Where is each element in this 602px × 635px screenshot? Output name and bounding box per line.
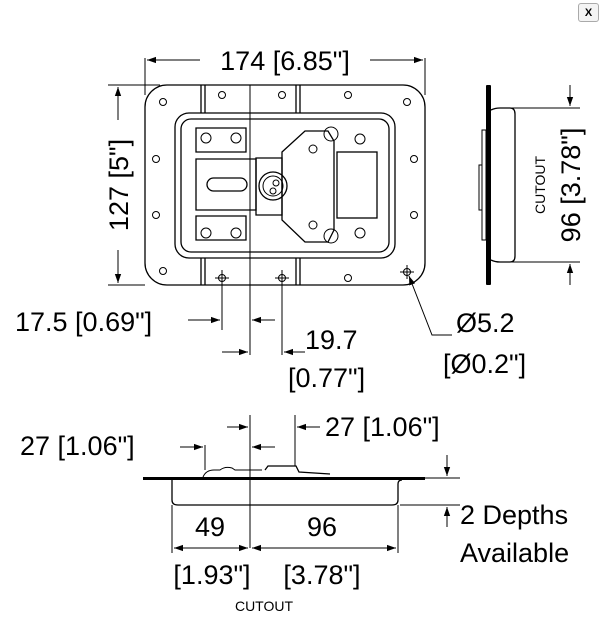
cutout-holes: [215, 265, 414, 355]
top-view: 174 [6.85"] 127 [5"]: [15, 46, 526, 393]
right-cutout-mm: 96: [307, 512, 337, 542]
bottom-cutout-label: CUTOUT: [235, 598, 294, 614]
hole-diameter-mm: Ø5.2: [456, 308, 515, 338]
height-dimension: 127 [5"]: [104, 139, 134, 231]
left-cutout-in: [1.93"]: [173, 560, 250, 590]
bottom-view: 27 [1.06"] 27 [1.06"] 2 Depths Available…: [20, 412, 569, 614]
side-cutout-label: CUTOUT: [532, 156, 548, 215]
hole-diameter-in: [Ø0.2"]: [443, 349, 526, 379]
hole-offset-dimension: 17.5 [0.69"]: [15, 307, 152, 337]
right-cutout-in: [3.78"]: [283, 560, 360, 590]
depths-label-line2: Available: [460, 538, 569, 568]
depths-label-line1: 2 Depths: [460, 500, 568, 530]
right-offset-dimension: 27 [1.06"]: [325, 412, 440, 442]
side-cutout-dimension: 96 [3.78"]: [556, 128, 586, 243]
mounting-holes: [152, 91, 418, 282]
side-view: CUTOUT 96 [3.78"]: [478, 85, 586, 285]
hole-spacing-dimension-mm: 19.7: [305, 325, 358, 355]
close-button[interactable]: X: [578, 3, 599, 22]
left-offset-dimension: 27 [1.06"]: [20, 431, 135, 461]
left-cutout-mm: 49: [195, 512, 225, 542]
hole-spacing-dimension-in: [0.77"]: [288, 363, 365, 393]
width-dimension: 174 [6.85"]: [220, 46, 350, 76]
latch-mechanism: [195, 126, 378, 244]
